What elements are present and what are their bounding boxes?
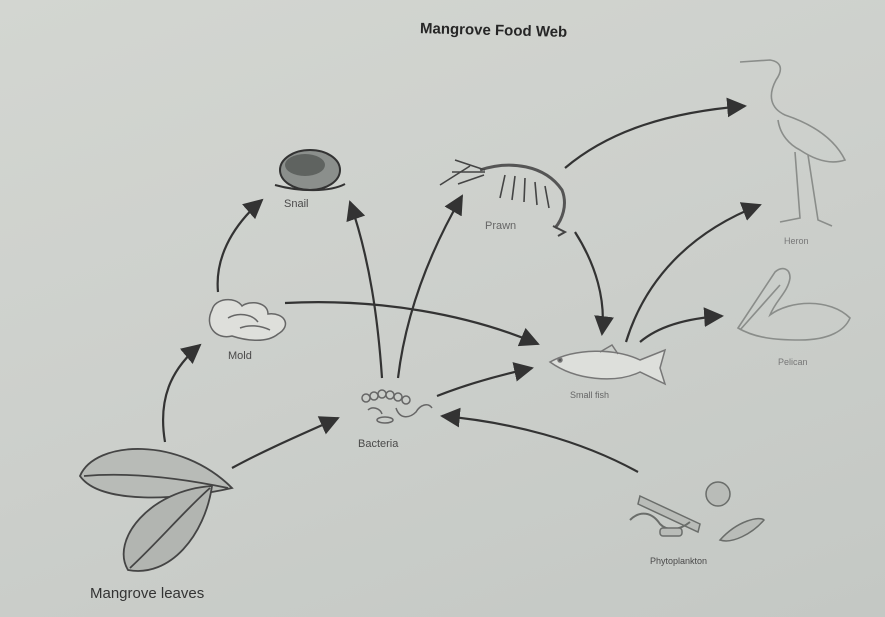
small-fish-illustration: [548, 343, 667, 386]
arrow-bacteria-to-snail: [346, 200, 384, 379]
arrow-small-fish-to-heron: [624, 202, 762, 343]
phytoplankton-illustration: [629, 481, 766, 542]
label-small-fish: Small fish: [570, 390, 610, 400]
label-mangrove-leaves: Mangrove leaves: [90, 585, 205, 602]
pelican-illustration: [736, 267, 851, 341]
mold-illustration: [208, 298, 287, 341]
arrow-bacteria-to-small-fish: [436, 362, 534, 398]
arrow-prawn-to-heron: [564, 97, 747, 169]
arrow-bacteria-to-prawn: [396, 194, 463, 379]
label-mold: Mold: [228, 350, 252, 362]
label-prawn: Prawn: [485, 220, 517, 232]
arrow-mold-to-snail: [216, 198, 264, 293]
label-bacteria: Bacteria: [358, 438, 399, 450]
arrow-leaves-to-bacteria: [231, 416, 340, 469]
heron-illustration: [739, 59, 847, 227]
arrows: [161, 97, 762, 473]
prawn-illustration: [439, 159, 568, 237]
snail-illustration: [274, 149, 346, 192]
label-pelican: Pelican: [778, 357, 808, 367]
arrow-prawn-to-small-fish: [574, 231, 614, 336]
arrow-mold-to-small-fish: [284, 301, 540, 347]
arrow-leaves-to-mold: [161, 343, 202, 443]
label-heron: Heron: [784, 236, 809, 246]
label-phytoplankton: Phytoplankton: [650, 556, 708, 566]
mangrove-leaves-illustration: [78, 448, 234, 572]
arrow-small-fish-to-pelican: [639, 307, 724, 343]
bacteria-illustration: [361, 389, 433, 424]
arrow-phytoplankton-to-bacteria: [440, 407, 639, 473]
label-snail: Snail: [284, 198, 309, 210]
